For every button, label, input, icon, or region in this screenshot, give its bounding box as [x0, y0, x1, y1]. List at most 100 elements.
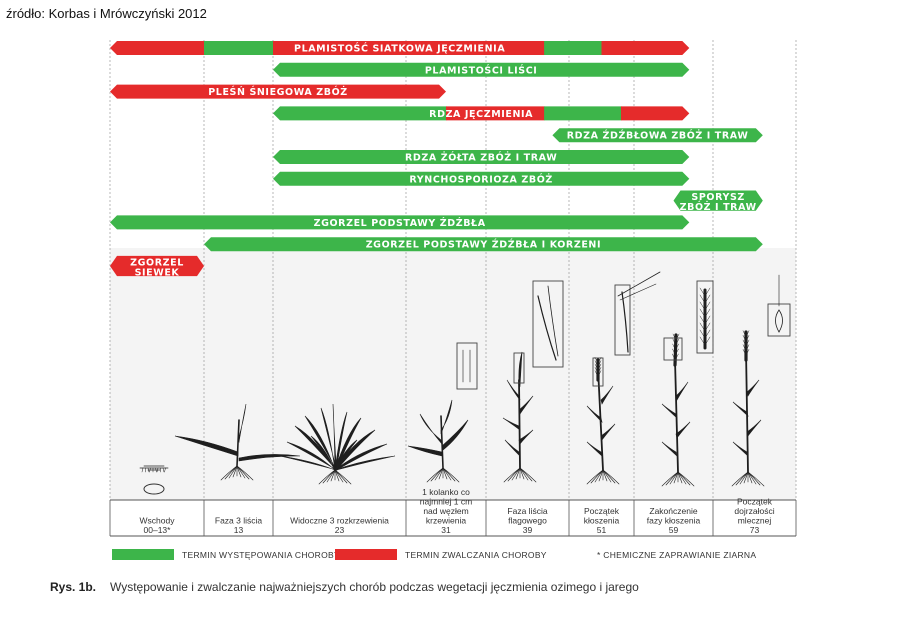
barley-awn	[672, 333, 677, 341]
barley-awn	[594, 367, 599, 374]
barley-awn	[745, 344, 750, 351]
plant-root	[442, 467, 460, 483]
stem	[518, 379, 521, 469]
plant-leaf	[419, 413, 443, 445]
tillering-leaf	[334, 411, 348, 471]
disease-bar: PLAMISTOŚĆ SIATKOWA JĘCZMIENIA	[110, 41, 690, 55]
plant-leaf	[441, 419, 469, 451]
disease-bars: PLAMISTOŚĆ SIATKOWA JĘCZMIENIA PLAMISTOŚC…	[110, 41, 763, 279]
barley-awn	[597, 370, 602, 377]
tillering-leaf	[304, 415, 338, 471]
source-note: źródło: Korbas i Mrówczyński 2012	[6, 6, 207, 21]
disease-label: ZGORZEL PODSTAWY ŹDŹBŁA I KORZENI	[366, 239, 601, 251]
plant-leaf	[518, 351, 523, 388]
bar-segment-green	[552, 128, 763, 143]
caption-number: Rys. 1b.	[50, 580, 96, 594]
soil-line	[162, 467, 165, 473]
detail-inset-box	[532, 280, 564, 368]
bar-segment-green	[110, 215, 690, 230]
plant-leaf	[661, 403, 678, 419]
detail-inset-box	[614, 284, 631, 356]
tillering-leaf	[279, 455, 337, 471]
plant-root	[334, 469, 352, 485]
plant-leaf	[661, 441, 678, 457]
plant-leaf	[502, 417, 521, 431]
legend-red-swatch	[335, 549, 397, 560]
legend-control: TERMIN ZWALCZANIA CHOROBY	[405, 550, 547, 560]
plant-root	[438, 467, 444, 480]
detail-inset-box	[663, 337, 683, 361]
tillering-leaf	[310, 435, 338, 471]
soil-line	[156, 467, 159, 473]
soil-line	[155, 467, 157, 473]
disease-bar: RDZA ŹDŹBŁOWA ZBÓŻ I TRAW	[552, 128, 763, 143]
legend-green-swatch	[112, 549, 174, 560]
bar-segment-red	[273, 41, 545, 55]
bar-segment-green	[544, 106, 622, 121]
barley-awn	[745, 349, 750, 356]
plant-leaf	[746, 419, 762, 437]
stem	[745, 349, 749, 473]
bar-segment-green	[273, 150, 690, 164]
disease-label: RYNCHOSPORIOZA ZBÓŻ	[409, 173, 552, 185]
barley-awn	[672, 353, 676, 361]
tillering-leaf	[334, 455, 396, 471]
barley-awn	[675, 333, 680, 341]
soil-line	[147, 467, 150, 473]
inset-awn	[699, 301, 711, 311]
seed-illustration	[143, 483, 165, 495]
inset-awn	[617, 271, 661, 297]
figure-caption: Rys. 1b. Występowanie i zwalczanie najwa…	[50, 580, 639, 594]
plant-root	[739, 471, 749, 485]
barley-awn	[745, 339, 750, 347]
soil-line	[149, 467, 151, 473]
plant-leaf	[600, 385, 614, 405]
tillering-leaf	[334, 443, 388, 471]
plant-root	[677, 471, 695, 487]
bar-segment-green	[204, 41, 274, 55]
barley-awn	[675, 343, 679, 351]
plant-root	[673, 471, 679, 484]
barley-awn	[745, 330, 750, 337]
plant-root	[743, 471, 749, 484]
disease-label: PLAMISTOŚĆ SIATKOWA JĘCZMIENIA	[294, 43, 505, 55]
tillering-leaf	[332, 403, 337, 471]
plant-root	[228, 465, 238, 479]
disease-bar: PLAMISTOŚCI LIŚCI	[273, 62, 690, 77]
barley-awn	[742, 344, 747, 351]
inset-awn	[699, 294, 711, 304]
barley-awn	[742, 335, 747, 342]
seedling-leaf	[174, 435, 239, 457]
caption-text: Występowanie i zwalczanie najważniejszyc…	[110, 580, 639, 594]
plant-root	[594, 469, 604, 483]
inset-awn	[699, 336, 711, 346]
plant-root	[602, 469, 620, 485]
inset-awn	[699, 287, 711, 297]
plant-leaf	[440, 399, 453, 435]
detail-inset-box	[456, 342, 478, 390]
bar-segment-red	[110, 84, 446, 99]
inset-awn	[699, 322, 711, 332]
barley-awn	[597, 360, 602, 367]
inset-ear	[621, 291, 629, 353]
plant-leaf	[732, 441, 749, 457]
seedling-leaf	[238, 454, 301, 462]
plant-leaf	[407, 445, 443, 457]
legend: TERMIN WYSTĘPOWANIA CHOROBY TERMIN ZWALC…	[112, 549, 756, 560]
barley-awn	[594, 370, 599, 377]
barley-awn	[594, 360, 599, 367]
bar-segment-green	[673, 190, 763, 211]
soil-line	[141, 467, 144, 473]
bar-segment-red	[601, 41, 690, 55]
